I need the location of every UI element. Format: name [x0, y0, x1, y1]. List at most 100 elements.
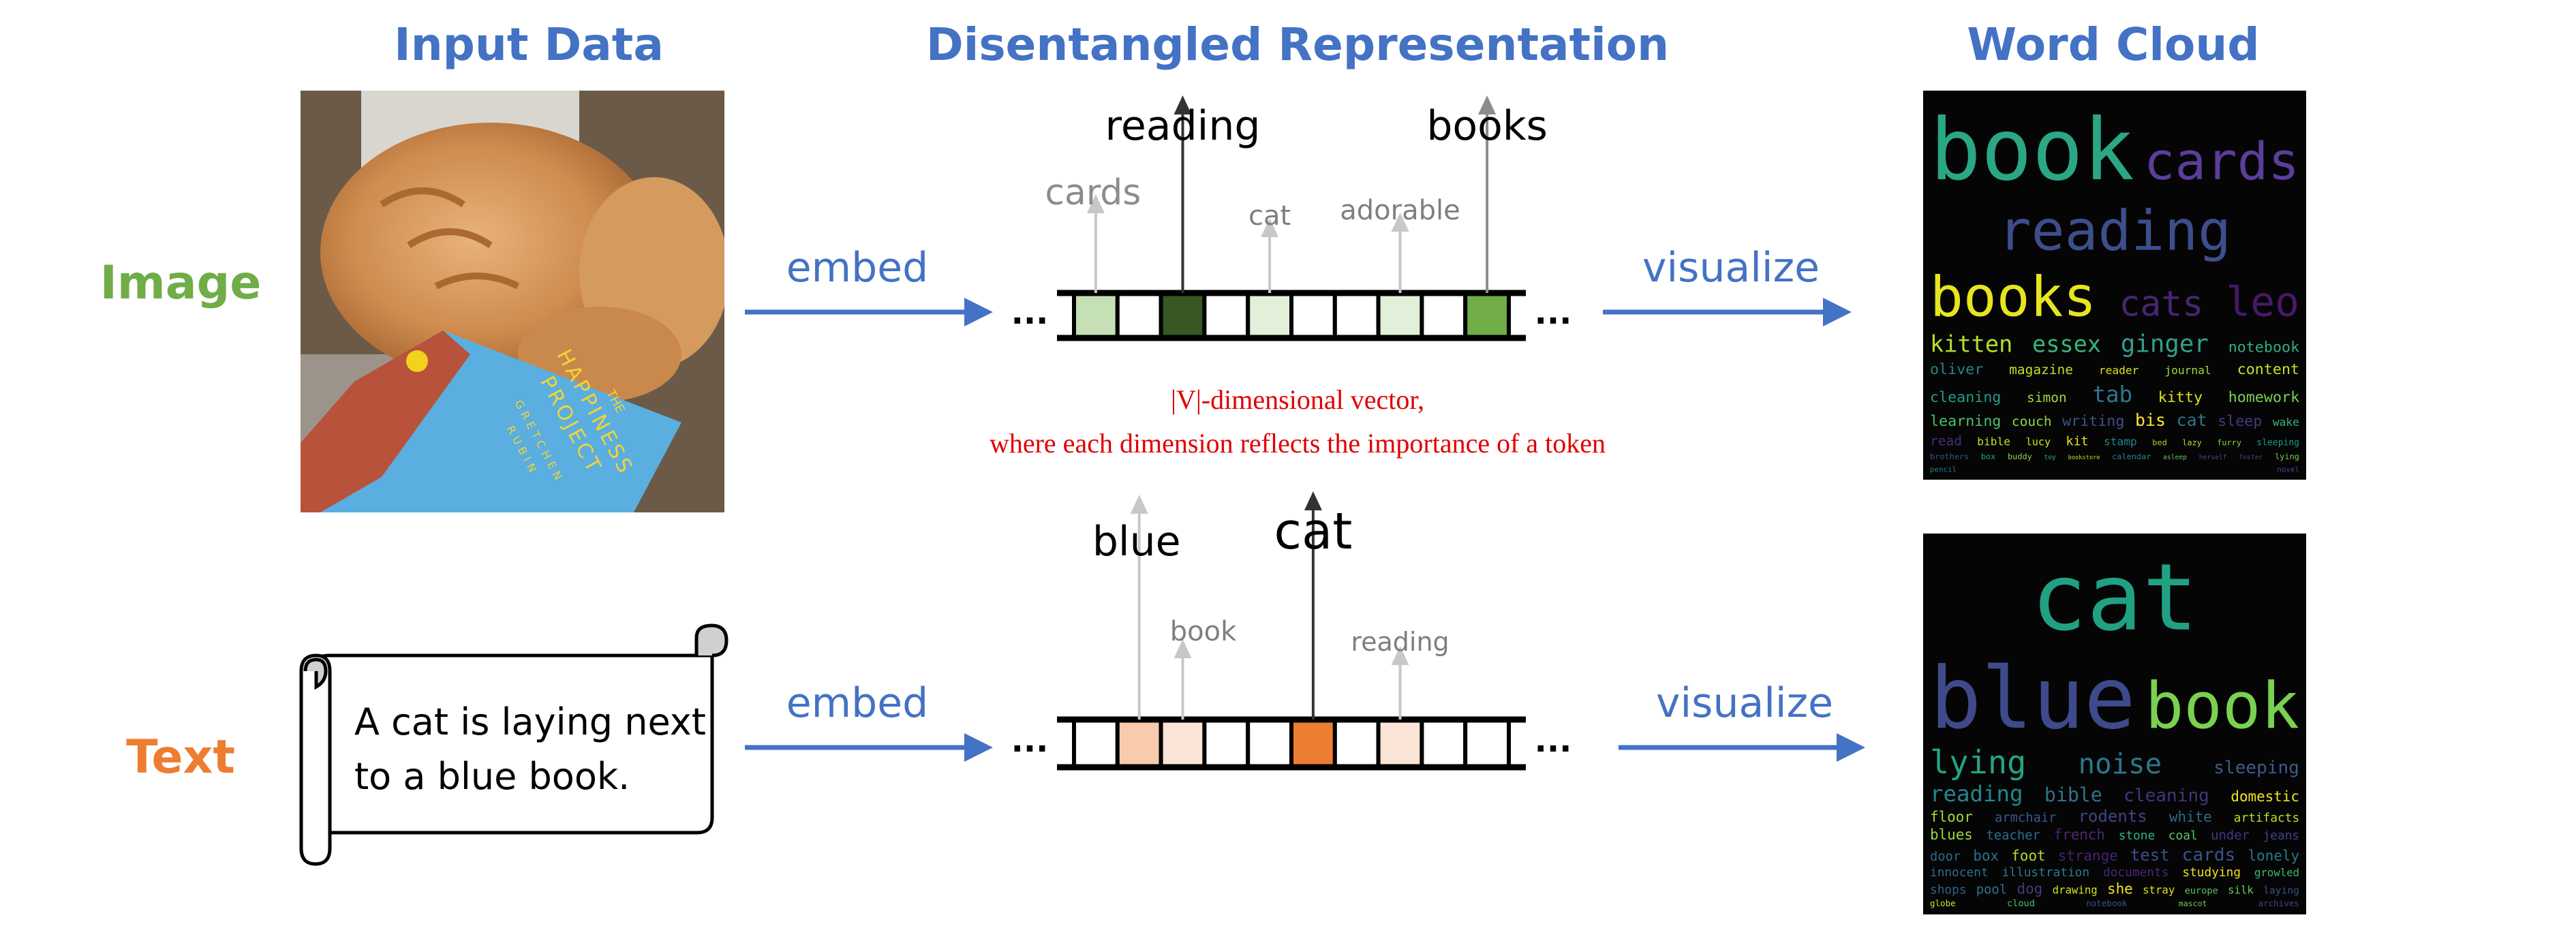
visualize-label-text: visualize [1656, 679, 1833, 727]
word-cloud-word: writing [2062, 413, 2124, 430]
word-cloud-word: foot [2011, 848, 2045, 864]
visualize-arrow-text: visualize [1619, 679, 1865, 762]
word-cloud-word: door [1930, 850, 1961, 864]
word-cloud-word: buddy [2008, 452, 2032, 461]
word-cloud-word: under [2211, 829, 2250, 843]
word-cloud-word: dog [2017, 880, 2043, 897]
arrow-head-icon [1086, 194, 1105, 213]
word-cloud-word: french [2054, 827, 2105, 843]
word-cloud-word: documents [2103, 865, 2168, 880]
word-cloud-word: read [1930, 433, 1962, 449]
vector-cell [1159, 291, 1207, 340]
vector-cell [1246, 717, 1293, 769]
word-cloud-word: oliver [1930, 361, 1983, 378]
visualize-arrow-image: visualize [1603, 244, 1852, 326]
vector-cell [1463, 717, 1511, 769]
word-cloud-word: sleep [2218, 413, 2262, 430]
word-cloud-word: kitten [1930, 331, 2012, 358]
word-cloud-word: cat [2031, 544, 2198, 652]
row-label-text: Text [126, 730, 235, 784]
word-cloud-word: simon [2027, 390, 2067, 405]
token-label-reading: reading [1105, 102, 1261, 150]
word-cloud-word: noise [2079, 747, 2162, 780]
word-cloud-word: book [1930, 101, 2134, 200]
word-cloud-word: bible [1977, 435, 2010, 448]
word-cloud-word: cat [2177, 410, 2207, 430]
arrow-head-icon [1478, 95, 1497, 114]
word-cloud-word: cards [2144, 132, 2299, 191]
word-cloud-word: bookstore [2068, 454, 2100, 461]
word-cloud-word: stamp [2104, 435, 2137, 448]
word-cloud-word: silk [2228, 883, 2254, 896]
word-cloud-word: pencil [1930, 465, 1957, 474]
word-cloud-word: novel [2277, 465, 2299, 474]
word-cloud-word: content [2237, 361, 2299, 378]
word-cloud-word: sleeping [2213, 758, 2299, 778]
word-cloud-word: cloud [2007, 898, 2035, 909]
vector-cell [1420, 717, 1468, 769]
arrow-head-icon [1304, 491, 1322, 510]
word-cloud-word: floor [1930, 809, 1973, 825]
word-cloud-word: bis [2135, 410, 2166, 430]
word-cloud-word: tab [2092, 382, 2132, 407]
word-cloud-word: herself [2199, 454, 2227, 461]
vector-cell [1289, 291, 1337, 340]
word-cloud-word: stray [2143, 883, 2175, 896]
vector-cell [1115, 717, 1163, 769]
token-label-cards: cards [1045, 172, 1141, 213]
word-cloud-word: brothers [1930, 452, 1969, 461]
embed-arrow-text: embed [745, 679, 993, 762]
arrow-head-icon [1130, 495, 1148, 514]
word-cloud-word: furry [2217, 438, 2241, 448]
word-cloud-word: lonely [2248, 848, 2299, 864]
word-cloud-word: europe [2185, 885, 2218, 896]
token-label-adorable: adorable [1340, 195, 1460, 226]
word-cloud-word: blue [1930, 649, 2136, 748]
word-cloud-word: leo [2226, 279, 2299, 326]
word-cloud-word: box [1981, 452, 1995, 461]
word-cloud-word: reader [2099, 364, 2139, 377]
word-cloud-word: homework [2228, 389, 2299, 406]
word-cloud-word: ginger [2121, 330, 2209, 358]
word-cloud-word: reading [1998, 200, 2231, 264]
word-cloud-word: drawing [2053, 883, 2098, 896]
word-cloud-word: couch [2012, 414, 2052, 429]
vector-cell [1376, 717, 1424, 769]
vector-cell [1463, 291, 1511, 340]
caption-line-2: to a blue book. [354, 755, 630, 798]
word-cloud-word: essex [2032, 331, 2101, 358]
word-cloud-word: lazy [2182, 438, 2202, 448]
word-cloud-word: learning [1930, 413, 2001, 430]
word-cloud-word: box [1973, 848, 1999, 864]
word-cloud-word: notebook [2228, 339, 2299, 356]
word-cloud-word: coal [2168, 829, 2198, 843]
arrow-head-icon [1391, 646, 1409, 665]
header-disentangled-representation: Disentangled Representation [926, 18, 1669, 71]
vector-ellipsis-right: ... [1535, 722, 1572, 760]
word-cloud-word: kitty [2158, 389, 2203, 406]
vector-cell [1332, 291, 1381, 340]
word-cloud-word: rodents [2079, 807, 2147, 826]
word-cloud-word: sleeping [2256, 438, 2299, 448]
word-cloud-word: blues [1930, 827, 1973, 843]
word-cloud-word: reading [1930, 781, 2023, 807]
word-cloud-word: shops [1930, 882, 1967, 897]
word-cloud-word: studying [2182, 865, 2241, 880]
vector-cell [1159, 717, 1207, 769]
vector-cell [1420, 291, 1468, 340]
word-cloud-word: book [2145, 669, 2299, 743]
word-cloud-word: domestic [2230, 788, 2299, 805]
token-label-books: books [1426, 102, 1548, 150]
scroll-curl-left [303, 658, 328, 690]
vector-ellipsis-left: ... [1011, 294, 1049, 332]
word-cloud-word: toy [2044, 454, 2056, 461]
token-label-cat: cat [1248, 200, 1291, 232]
caption-line-1: A cat is laying next [354, 700, 706, 743]
word-cloud-word: laying [2263, 884, 2299, 896]
header-word-cloud: Word Cloud [1967, 18, 2259, 71]
word-cloud-word: bed [2152, 438, 2166, 448]
word-cloud-word: stone [2119, 829, 2156, 843]
word-cloud-word: globe [1930, 898, 1956, 908]
word-cloud-word: journal [2164, 364, 2211, 377]
